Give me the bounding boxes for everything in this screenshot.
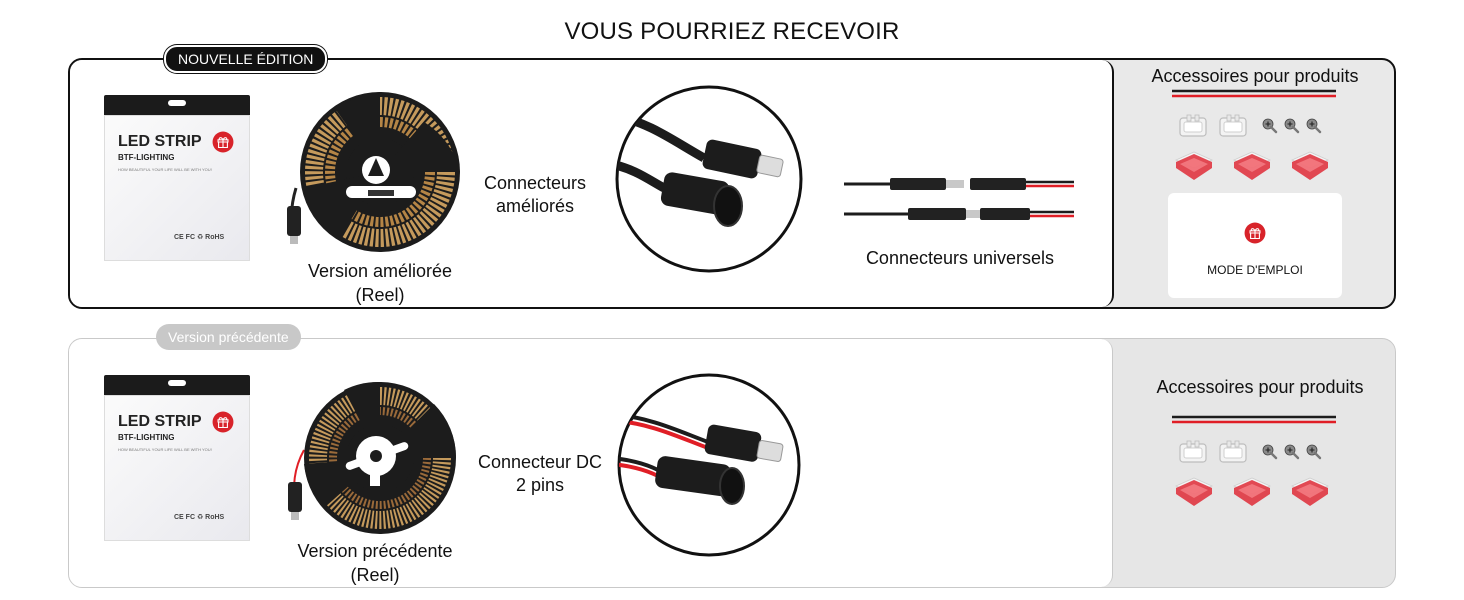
accessories-new-image — [1172, 89, 1336, 181]
package-certifications: CE FC ♻ RoHS — [174, 514, 225, 521]
gift-logo-icon — [1244, 222, 1266, 244]
package-brand: BTF-LIGHTING — [118, 153, 175, 162]
reel-old-label-line1: Version précédente — [297, 541, 453, 561]
package-brand: BTF-LIGHTING — [118, 433, 175, 442]
page-title: VOUS POURRIEZ RECEVOIR — [564, 18, 900, 45]
package-tagline: HOW BEAUTIFUL YOUR LIFE WILL BE WITH YOU… — [118, 167, 212, 172]
package-new: LED STRIP BTF-LIGHTING HOW BEAUTIFUL YOU… — [104, 95, 250, 261]
universal-connector-label: Connecteurs universels — [865, 248, 1055, 268]
connector-old-label-line1: Connecteur DC — [477, 452, 603, 472]
package-certifications: CE FC ♻ RoHS — [174, 234, 225, 241]
package-tagline: HOW BEAUTIFUL YOUR LIFE WILL BE WITH YOU… — [118, 447, 212, 452]
package-title: LED STRIP — [118, 413, 202, 430]
package-old: LED STRIP BTF-LIGHTING HOW BEAUTIFUL YOU… — [104, 375, 250, 541]
connector-new-label-line2: améliorés — [495, 196, 575, 216]
led-reel-image — [288, 381, 457, 534]
gift-logo-icon — [212, 131, 234, 153]
new-edition-badge: NOUVELLE ÉDITION — [164, 45, 328, 73]
reel-old-label-line2: (Reel) — [350, 565, 400, 585]
manual-label: MODE D'EMPLOI — [1207, 263, 1303, 277]
dc-connector-image — [615, 85, 803, 273]
led-reel-image — [287, 92, 460, 252]
universal-connector-image — [844, 178, 1074, 220]
manual-card — [1168, 193, 1342, 298]
previous-version-badge: Version précédente — [156, 324, 301, 350]
package-title: LED STRIP — [118, 133, 202, 150]
connector-old-label-line2: 2 pins — [515, 475, 565, 495]
reel-new-label-line2: (Reel) — [355, 285, 405, 305]
connector-new-label-line1: Connecteurs — [483, 173, 587, 193]
reel-new-label-line1: Version améliorée — [307, 261, 453, 281]
accessories-old-image — [1172, 415, 1336, 507]
accessories-new-title: Accessoires pour produits — [1151, 66, 1359, 86]
gift-logo-icon — [212, 411, 234, 433]
accessories-old-title: Accessoires pour produits — [1156, 377, 1364, 397]
dc-connector-image — [617, 373, 801, 557]
